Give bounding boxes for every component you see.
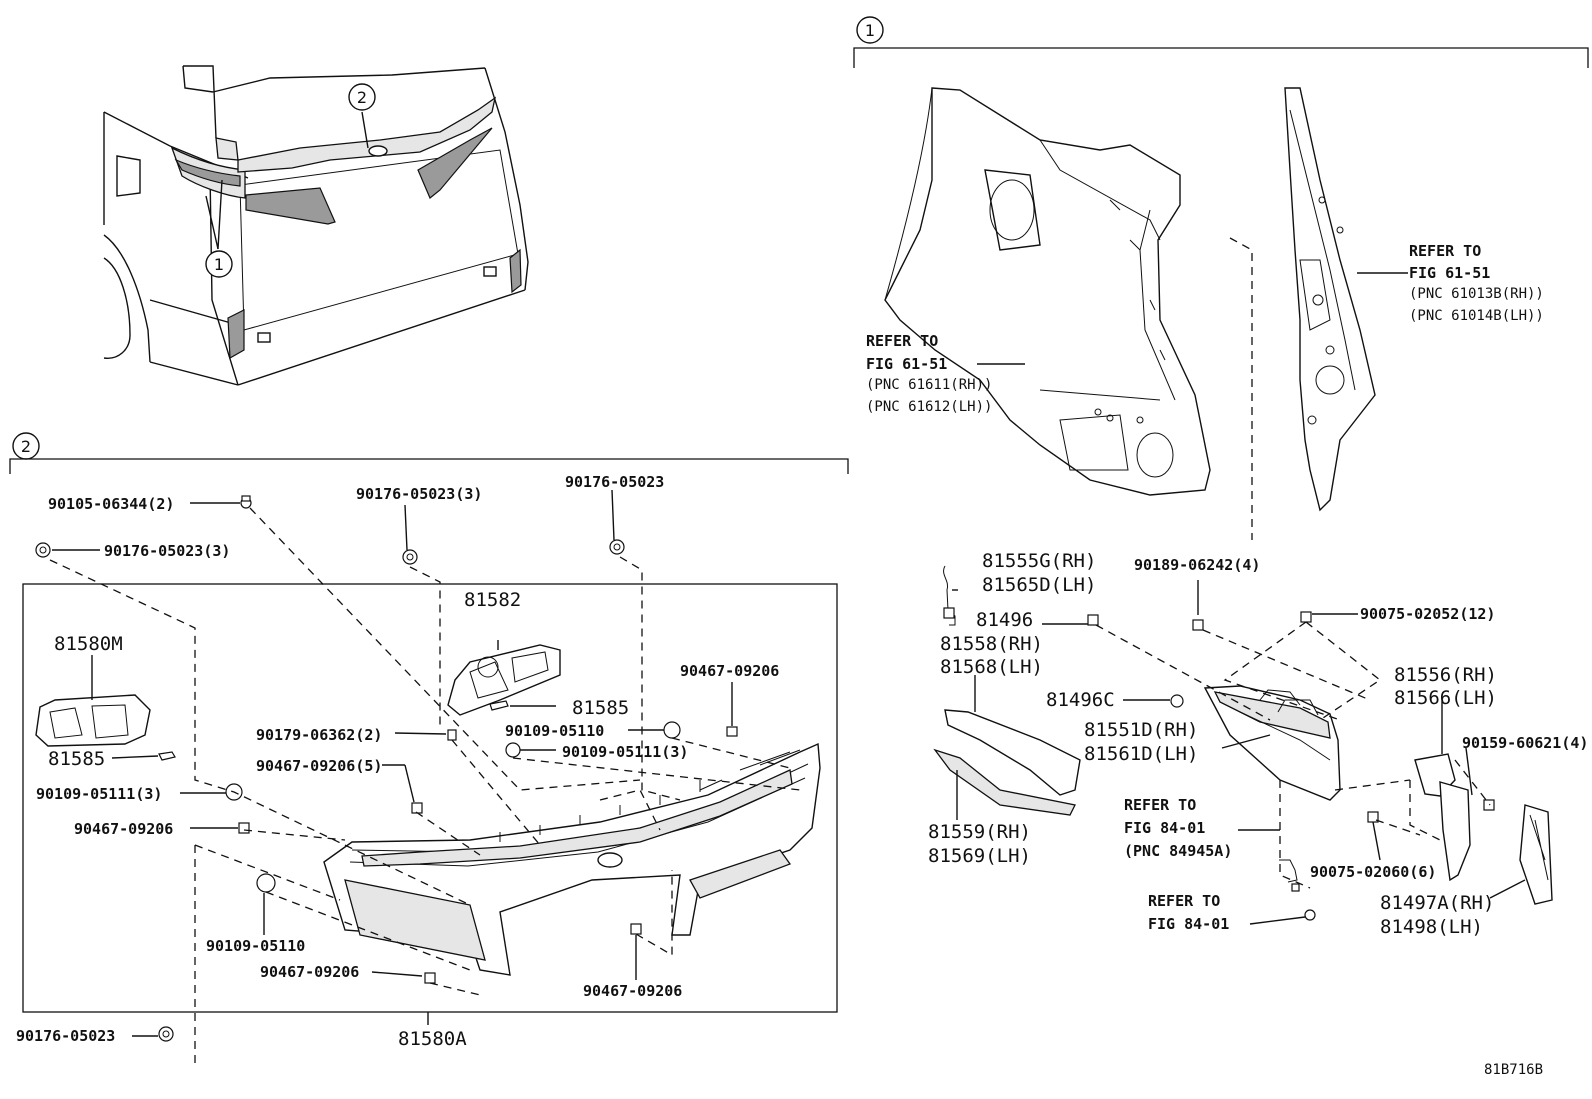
label-90075-02052: 90075-02052(12) [1360, 605, 1495, 623]
label-81582: 81582 [464, 589, 521, 611]
socket-81555G [943, 607, 955, 619]
part-81580M-shape [35, 694, 151, 747]
callout-1-overview [205, 250, 233, 278]
part-81497A-shape [1519, 804, 1553, 905]
label-90176-05023-bottom: 90176-05023 [16, 1027, 115, 1045]
label-refer-right-4: (PNC 61014B(LH)) [1409, 308, 1544, 324]
vehicle-rear-overview: 2 1 [103, 65, 529, 386]
label-90075-02060: 90075-02060(6) [1310, 863, 1436, 881]
label-refer-left-3: (PNC 61611(RH)) [866, 377, 992, 393]
label-90467-09206-left: 90467-09206 [74, 820, 173, 838]
label-81498: 81498(LH) [1380, 916, 1483, 938]
labels-section-2: 90105-06344(2) 90176-05023(3) 90176-0502… [16, 473, 779, 1050]
part-81582-shape [447, 644, 561, 716]
rear-pillar [1284, 87, 1376, 512]
label-81569: 81569(LH) [928, 845, 1031, 867]
label-refer-left-4: (PNC 61612(LH)) [866, 399, 992, 415]
callout-1-section-label: 1 [865, 21, 875, 40]
label-81566: 81566(LH) [1394, 687, 1497, 709]
callout-2-overview-label: 2 [357, 88, 367, 107]
label-90109-05110-bottom: 90109-05110 [206, 937, 305, 955]
leaders-section-1 [952, 580, 1526, 925]
label-81585-left: 81585 [48, 748, 105, 770]
lamp-bracket [1439, 781, 1471, 882]
label-81558: 81558(RH) [940, 633, 1043, 655]
label-90467-09206-bottom: 90467-09206 [260, 963, 359, 981]
section-2-bracket [9, 458, 849, 474]
quarter-panel [884, 87, 1211, 496]
label-90109-05110-top: 90109-05110 [505, 722, 604, 740]
label-refer-right-3: (PNC 61013B(RH)) [1409, 286, 1544, 302]
diagram-id: 81B716B [1484, 1062, 1543, 1078]
label-90159-60621: 90159-60621(4) [1462, 734, 1588, 752]
label-refer-right-2: FIG 61-51 [1409, 264, 1490, 282]
dashed-guides-section-1 [1095, 621, 1491, 889]
part-81559-shape [933, 748, 1076, 816]
label-refer-mid-2: FIG 84-01 [1124, 819, 1205, 837]
label-81559: 81559(RH) [928, 821, 1031, 843]
label-81496C: 81496C [1046, 689, 1115, 711]
fasteners-section-2 [35, 495, 738, 1042]
part-81558-shape [944, 709, 1081, 796]
label-90467-09206-5: 90467-09206(5) [256, 757, 382, 775]
section-1: 1 [853, 16, 1589, 938]
label-90176-05023-b: 90176-05023(3) [356, 485, 482, 503]
label-90176-05023-a: 90176-05023(3) [104, 542, 230, 560]
label-81561D: 81561D(LH) [1084, 743, 1198, 765]
label-refer-right-1: REFER TO [1409, 242, 1481, 260]
label-81585-right: 81585 [572, 697, 629, 719]
label-refer-left-1: REFER TO [866, 332, 938, 350]
section-1-bracket [853, 47, 1589, 68]
labels-section-1: REFER TO FIG 61-51 (PNC 61013B(RH)) (PNC… [866, 242, 1588, 938]
section-2: 2 [9, 432, 849, 1065]
label-90105-06344: 90105-06344(2) [48, 495, 174, 513]
label-refer-mid-3: (PNC 84945A) [1124, 842, 1232, 860]
leaders-section-2 [52, 489, 733, 1037]
label-81496: 81496 [976, 609, 1033, 631]
label-90176-05023-top: 90176-05023 [565, 473, 664, 491]
label-81568: 81568(LH) [940, 656, 1043, 678]
callout-1-section [856, 16, 884, 44]
label-81580A: 81580A [398, 1028, 467, 1050]
rear-lamp-group [933, 565, 1553, 921]
label-refer-left-2: FIG 61-51 [866, 355, 947, 373]
label-81565D: 81565D(LH) [982, 574, 1096, 596]
label-90467-09206-tr: 90467-09206 [680, 662, 779, 680]
label-refer-bot-2: FIG 84-01 [1148, 915, 1229, 933]
label-refer-bot-1: REFER TO [1148, 892, 1220, 910]
rear-garnish-assembly [323, 742, 821, 976]
label-81555G: 81555G(RH) [982, 550, 1096, 572]
label-90109-05111-mid: 90109-05111(3) [562, 743, 688, 761]
callout-2-overview [348, 83, 376, 111]
label-90179-06362: 90179-06362(2) [256, 726, 382, 744]
label-90467-09206-br: 90467-09206 [583, 982, 682, 1000]
label-90109-05111-left: 90109-05111(3) [36, 785, 162, 803]
label-81497A: 81497A(RH) [1380, 892, 1494, 914]
callout-2-section-label: 2 [21, 437, 31, 456]
label-81551D: 81551D(RH) [1084, 719, 1198, 741]
callout-1-overview-label: 1 [214, 255, 224, 274]
label-refer-mid-1: REFER TO [1124, 796, 1196, 814]
dashed-guides-section-2 [49, 507, 801, 1065]
assembly-81580A-frame [22, 583, 838, 1013]
label-81580M: 81580M [54, 633, 123, 655]
label-81556: 81556(RH) [1394, 664, 1497, 686]
label-90189-06242: 90189-06242(4) [1134, 556, 1260, 574]
